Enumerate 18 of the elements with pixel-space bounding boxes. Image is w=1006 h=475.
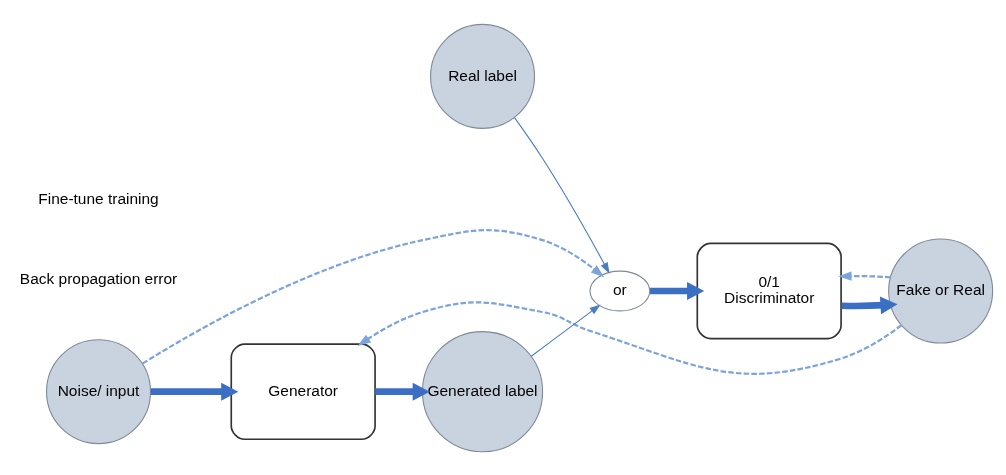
label: Back propagation error	[19, 269, 178, 287]
arrow	[514, 116, 610, 274]
node-ellipse: or	[589, 270, 651, 311]
arrow	[650, 281, 705, 300]
label: Fine-tune training	[38, 189, 159, 207]
node-box: Generator	[230, 342, 376, 440]
node-circle: Generated label	[421, 330, 544, 452]
arrow	[530, 304, 601, 357]
node-box: 0/1 Discriminator	[696, 242, 842, 339]
arrow	[150, 382, 239, 401]
arrow	[841, 295, 898, 314]
node-circle: Fake or Real	[888, 237, 994, 344]
node-circle: Real label	[430, 23, 536, 129]
arrow	[142, 228, 605, 364]
arrow	[357, 300, 902, 375]
arrow	[375, 382, 430, 401]
arrow	[838, 270, 891, 281]
node-circle: Noise/ input	[46, 338, 152, 444]
